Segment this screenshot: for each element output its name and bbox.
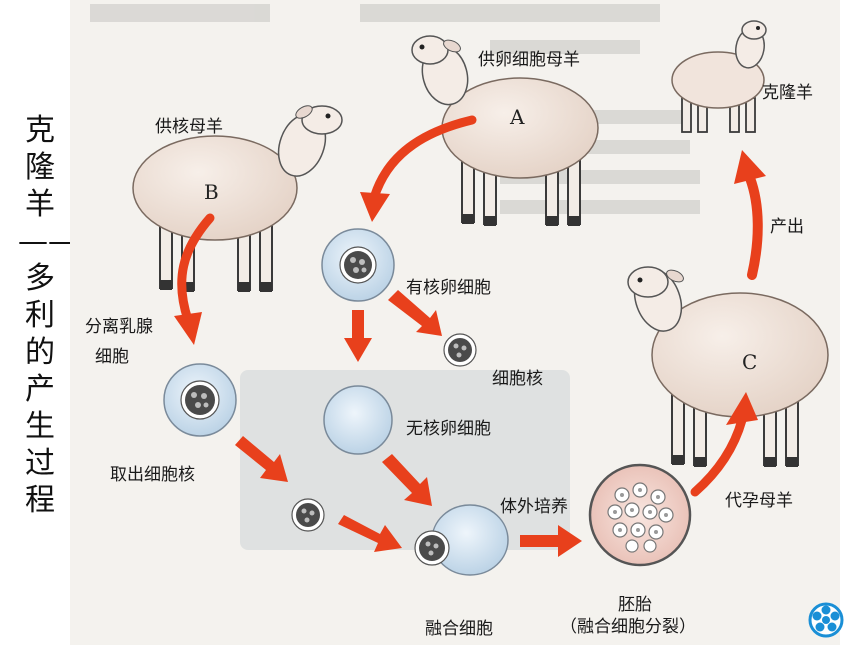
label-sheep-b: B bbox=[204, 180, 219, 204]
arrow-b-to-mammary bbox=[174, 213, 215, 345]
extracted-nucleus bbox=[291, 498, 325, 532]
arrow-a-to-egg bbox=[360, 115, 477, 222]
label-separate-mammary-2: 细胞 bbox=[95, 347, 129, 367]
background-shadow-block bbox=[240, 370, 570, 550]
donor-egg-sheep bbox=[411, 35, 599, 226]
mammary-cell bbox=[163, 363, 237, 437]
side-title: 克隆羊——多利的产生过程 bbox=[18, 113, 78, 518]
navigation-wheel-icon[interactable] bbox=[808, 602, 844, 638]
label-clone-sheep: 克隆羊 bbox=[762, 83, 813, 103]
label-separate-mammary-1: 分离乳腺 bbox=[85, 317, 153, 337]
arrow-fused-to-embryo bbox=[520, 525, 582, 557]
label-in-vitro-culture: 体外培养 bbox=[500, 497, 568, 517]
arrow-surrogate-to-clone bbox=[734, 150, 766, 280]
label-cell-nucleus: 细胞核 bbox=[492, 369, 543, 389]
label-surrogate-sheep: 代孕母羊 bbox=[725, 491, 793, 511]
surrogate-sheep bbox=[627, 266, 829, 467]
arrow-mammary-to-nucleus bbox=[235, 436, 288, 482]
arrow-nucleus-to-fused bbox=[338, 515, 402, 552]
label-nucleated-egg: 有核卵细胞 bbox=[406, 278, 491, 298]
arrow-enucleated-to-fused bbox=[382, 454, 432, 506]
arrow-egg-to-nucleus bbox=[388, 290, 442, 336]
label-donor-egg-sheep: 供卵细胞母羊 bbox=[478, 50, 580, 70]
label-donor-nucleus-sheep: 供核母羊 bbox=[155, 117, 223, 137]
nucleated-egg-cell bbox=[321, 228, 395, 302]
label-embryo-note: （融合细胞分裂） bbox=[560, 617, 696, 637]
arrow-egg-to-enucleated bbox=[344, 310, 372, 362]
label-sheep-c: C bbox=[742, 350, 758, 374]
donor-nucleus-sheep bbox=[132, 105, 343, 292]
label-embryo: 胚胎 bbox=[618, 595, 652, 615]
label-extract-nucleus: 取出细胞核 bbox=[110, 465, 195, 485]
separated-nucleus bbox=[443, 333, 477, 367]
clone-sheep bbox=[671, 20, 767, 133]
label-fused-cell: 融合细胞 bbox=[425, 619, 493, 639]
diagram-canvas bbox=[90, 4, 829, 576]
fused-cell bbox=[414, 504, 509, 576]
label-birth: 产出 bbox=[770, 217, 804, 237]
embryo bbox=[588, 463, 692, 567]
arrow-embryo-to-surrogate bbox=[690, 392, 758, 497]
enucleated-egg-cell bbox=[323, 385, 393, 455]
cloning-diagram: 供卵细胞母羊 供核母羊 克隆羊 A B C 分离乳腺 细胞 有核卵细胞 细胞核 … bbox=[70, 0, 840, 645]
label-sheep-a: A bbox=[510, 105, 525, 129]
label-enucleated-egg: 无核卵细胞 bbox=[406, 419, 491, 439]
